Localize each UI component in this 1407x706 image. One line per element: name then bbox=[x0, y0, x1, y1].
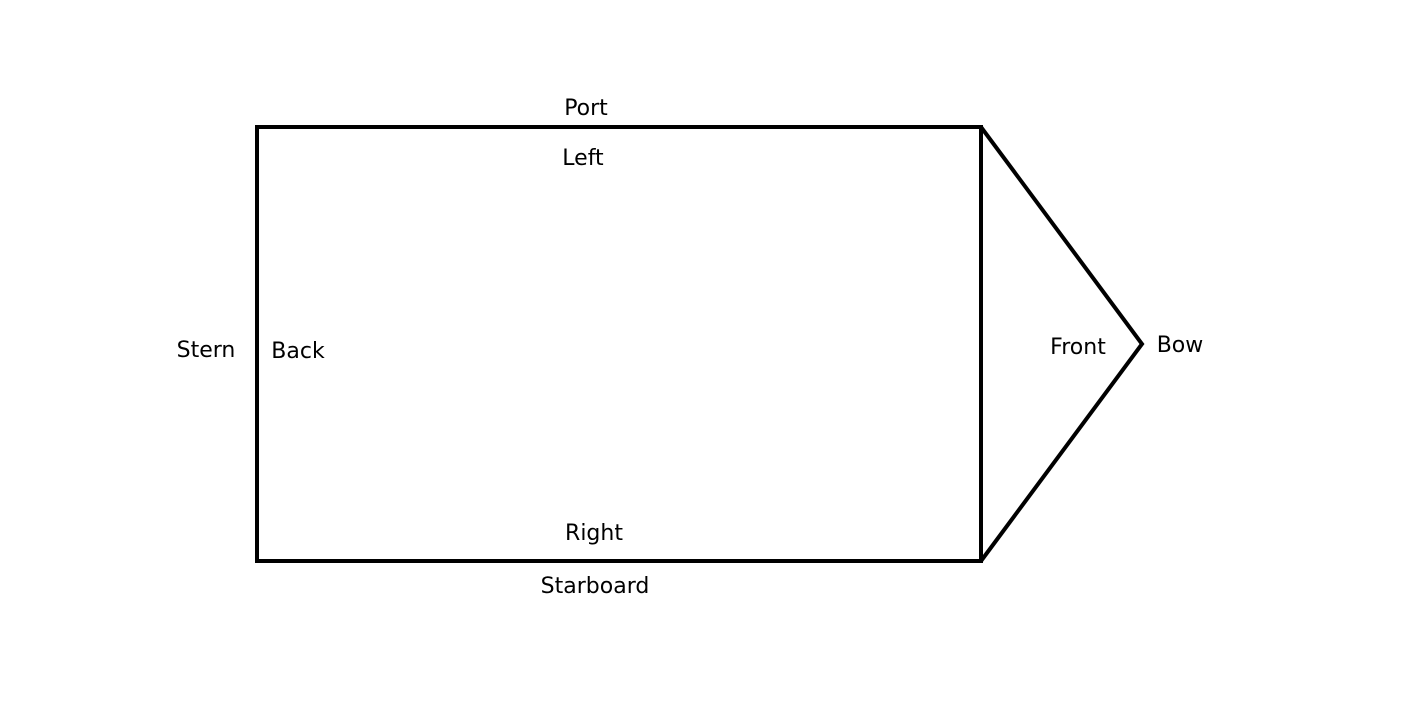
back-label: Back bbox=[271, 339, 325, 364]
hull-body-rectangle bbox=[255, 125, 983, 563]
front-label: Front bbox=[1050, 335, 1106, 360]
starboard-label: Starboard bbox=[541, 574, 650, 599]
bow-label: Bow bbox=[1157, 333, 1204, 358]
right-label: Right bbox=[565, 521, 623, 546]
port-label: Port bbox=[564, 96, 608, 121]
stern-label: Stern bbox=[177, 338, 236, 363]
left-label: Left bbox=[562, 146, 604, 171]
bow-triangle bbox=[979, 125, 1145, 563]
